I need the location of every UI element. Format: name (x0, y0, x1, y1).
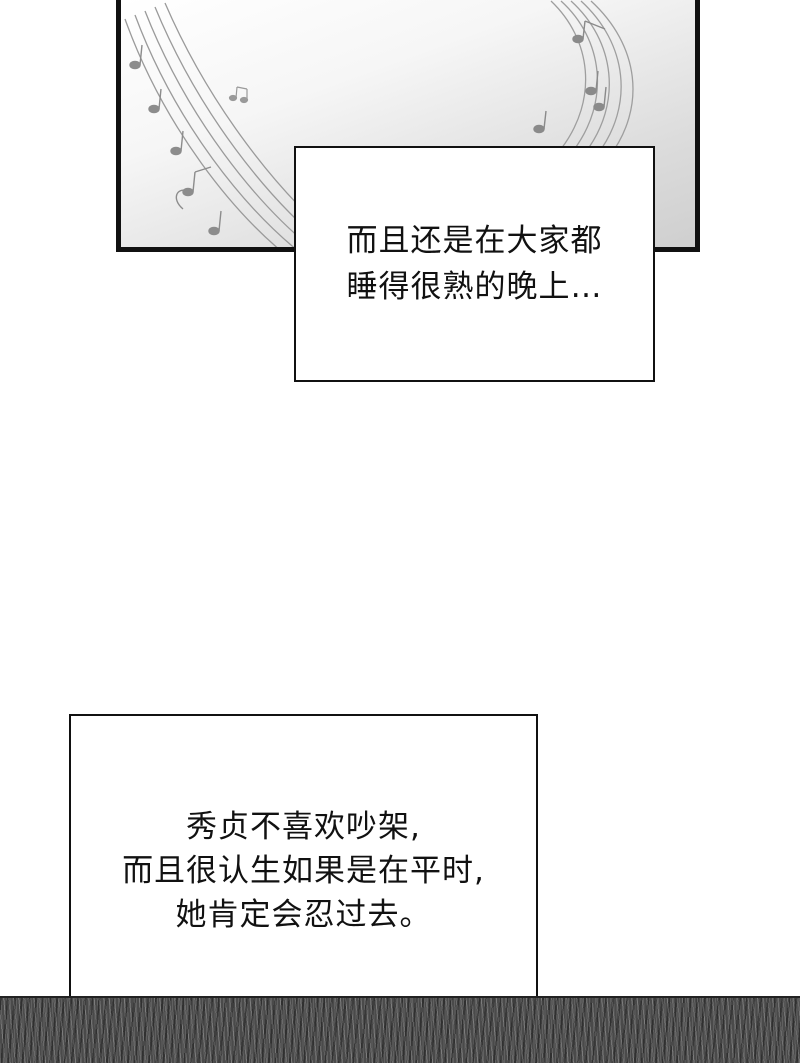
narration-text: 而且还是在大家都 睡得很熟的晚上… (347, 218, 603, 310)
narration-line: 她肯定会忍过去。 (175, 897, 432, 933)
narration-line: 而且还是在大家都 (346, 223, 603, 259)
narration-line: 而且很认生如果是在平时, (122, 853, 485, 889)
narration-box: 而且还是在大家都 睡得很熟的晚上… (294, 146, 655, 382)
narration-line: 睡得很熟的晚上… (346, 269, 603, 305)
textured-background-panel (0, 996, 800, 1063)
narration-box: 秀贞不喜欢吵架, 而且很认生如果是在平时, 她肯定会忍过去。 (69, 714, 538, 1028)
narration-line: 秀贞不喜欢吵架, (186, 809, 421, 845)
narration-text: 秀贞不喜欢吵架, 而且很认生如果是在平时, 她肯定会忍过去。 (122, 805, 485, 937)
